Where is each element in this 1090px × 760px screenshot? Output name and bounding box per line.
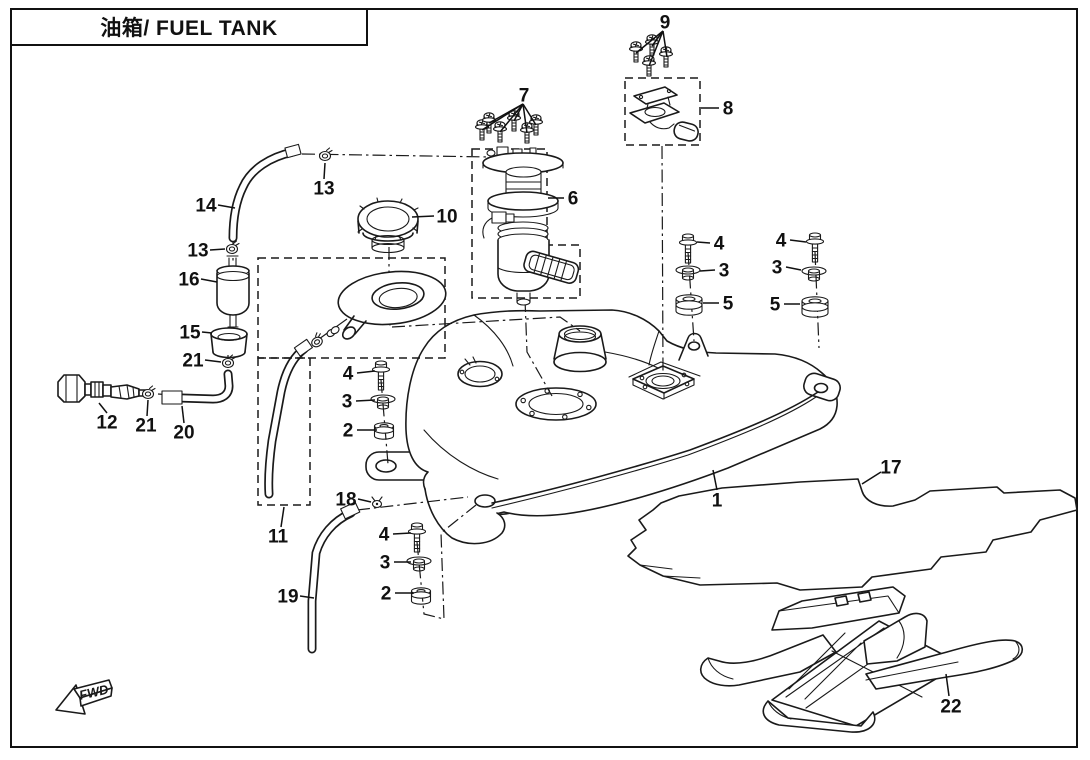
page-title: 油箱/ FUEL TANK (100, 17, 278, 40)
heat-shield-drawing (627, 478, 1078, 591)
title-box: 油箱/ FUEL TANK (10, 8, 368, 46)
leader-line-9 (648, 30, 664, 67)
fuel-cap-drawing (357, 197, 419, 254)
part-callout-4: 4 (776, 231, 787, 252)
leader-line-9 (651, 30, 664, 47)
part-callout-14: 14 (195, 196, 217, 217)
part-callout-2: 2 (381, 584, 392, 605)
leader-line-1 (712, 469, 718, 491)
part-callout-13: 13 (187, 241, 208, 262)
part-callout-1: 1 (712, 491, 723, 512)
leader-line-20 (181, 405, 185, 424)
leader-line-22 (945, 673, 950, 697)
leader-line-7 (513, 103, 524, 122)
leader-line-19 (299, 595, 315, 599)
part-callout-10: 10 (436, 207, 457, 228)
filler-gasket-drawing (257, 257, 447, 506)
part-callout-18: 18 (335, 490, 356, 511)
part-callout-5: 5 (770, 295, 781, 316)
leader-line-14 (217, 204, 236, 209)
leader-line-9 (662, 30, 668, 58)
part-callout-22: 22 (940, 697, 961, 718)
fuel-tank-drawing (365, 309, 841, 545)
leader-line-11 (280, 506, 285, 528)
leader-line-7 (522, 103, 528, 134)
leader-line-3 (355, 399, 376, 402)
part-callout-19: 19 (277, 587, 298, 608)
part-callout-21: 21 (135, 416, 157, 437)
leader-line-13 (323, 162, 326, 180)
level-sensor-drawing (624, 34, 701, 146)
part-callout-3: 3 (342, 392, 353, 413)
part-callout-15: 15 (179, 323, 201, 344)
leader-line-21 (146, 399, 149, 417)
part-callout-20: 20 (173, 423, 194, 444)
part-callout-3: 3 (380, 553, 391, 574)
part-callout-9: 9 (660, 13, 671, 34)
leader-line-16 (200, 278, 218, 283)
leader-line-3 (785, 266, 802, 271)
part-callout-4: 4 (714, 234, 725, 255)
leader-line-9 (635, 30, 664, 54)
part-callout-7: 7 (519, 86, 530, 107)
part-callout-6: 6 (568, 189, 579, 210)
fwd-label: FWD (78, 681, 111, 702)
part-callout-11: 11 (268, 527, 289, 548)
leader-line-4 (356, 370, 376, 374)
leader-line-7 (499, 103, 524, 133)
leader-line-17 (861, 471, 882, 485)
leader-line-4 (392, 532, 412, 535)
part-callout-4: 4 (343, 364, 354, 385)
leader-line-12 (98, 402, 108, 414)
leader-line-7 (488, 103, 524, 124)
leader-line-3 (699, 269, 716, 272)
hoses-drawing (161, 143, 361, 654)
leader-line-21 (204, 359, 222, 363)
part-callout-12: 12 (96, 413, 117, 434)
part-callout-13: 13 (313, 179, 334, 200)
pump-assembly-drawing (471, 110, 581, 306)
part-callout-21: 21 (182, 351, 204, 372)
part-callout-16: 16 (178, 270, 199, 291)
leader-line-15 (201, 331, 213, 334)
part-callout-3: 3 (772, 258, 783, 279)
fwd-marker: FWD (55, 679, 113, 715)
part-callout-4: 4 (379, 525, 390, 546)
filter-valve-drawing (57, 147, 383, 509)
bracket-drawing (699, 586, 1024, 733)
part-callout-3: 3 (719, 261, 730, 282)
leader-line-7 (522, 103, 537, 126)
leader-line-18 (357, 498, 372, 503)
leader-line-13 (209, 248, 226, 251)
part-callout-5: 5 (723, 294, 734, 315)
part-callout-2: 2 (343, 421, 354, 442)
part-callout-17: 17 (880, 458, 901, 479)
page-border (10, 8, 1078, 748)
leader-line-4 (789, 239, 807, 243)
leader-line-4 (696, 241, 711, 244)
leader-line-10 (411, 215, 435, 218)
part-callout-8: 8 (723, 99, 734, 120)
